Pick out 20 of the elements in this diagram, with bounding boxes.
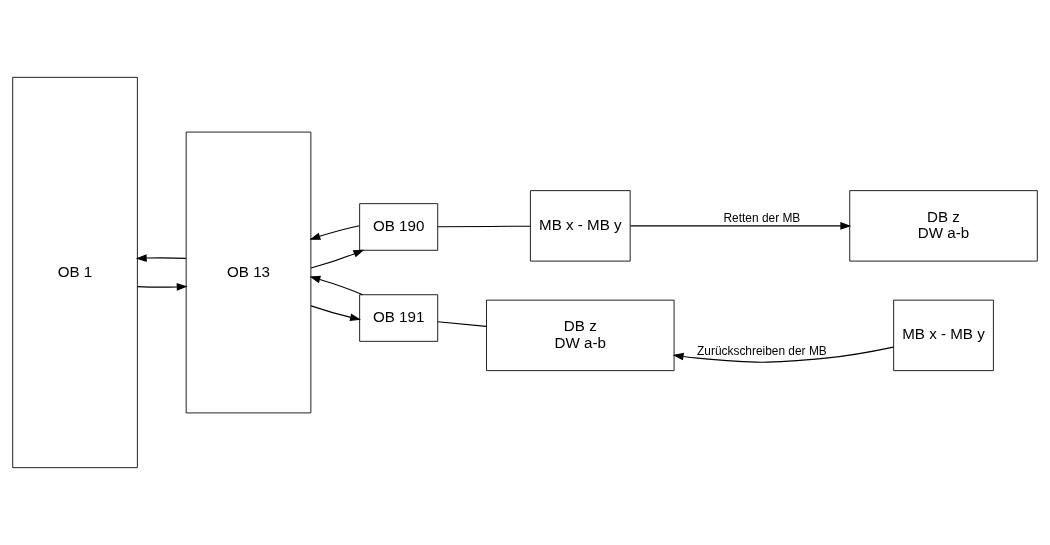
edge-label: Retten der MB bbox=[723, 211, 801, 226]
arrow bbox=[309, 225, 360, 240]
arrow bbox=[629, 222, 852, 230]
arrow bbox=[672, 346, 894, 363]
node-box: OB 1 bbox=[12, 76, 138, 469]
arrow bbox=[310, 249, 365, 269]
node-box: DB z DW a-b bbox=[849, 190, 1038, 262]
node-box: DB z DW a-b bbox=[486, 299, 675, 372]
node-box: MB x - MB y bbox=[530, 190, 631, 262]
connector bbox=[437, 321, 487, 327]
edge-label: Zurückschreiben der MB bbox=[697, 343, 827, 358]
arrow bbox=[136, 283, 188, 291]
arrow bbox=[135, 254, 187, 262]
connector bbox=[437, 225, 531, 228]
node-box: OB 13 bbox=[185, 131, 312, 414]
node-box: MB x - MB y bbox=[893, 299, 994, 372]
arrow bbox=[309, 275, 364, 296]
arrow bbox=[310, 305, 361, 321]
node-box: OB 191 bbox=[359, 294, 439, 342]
node-box: OB 190 bbox=[359, 203, 439, 251]
